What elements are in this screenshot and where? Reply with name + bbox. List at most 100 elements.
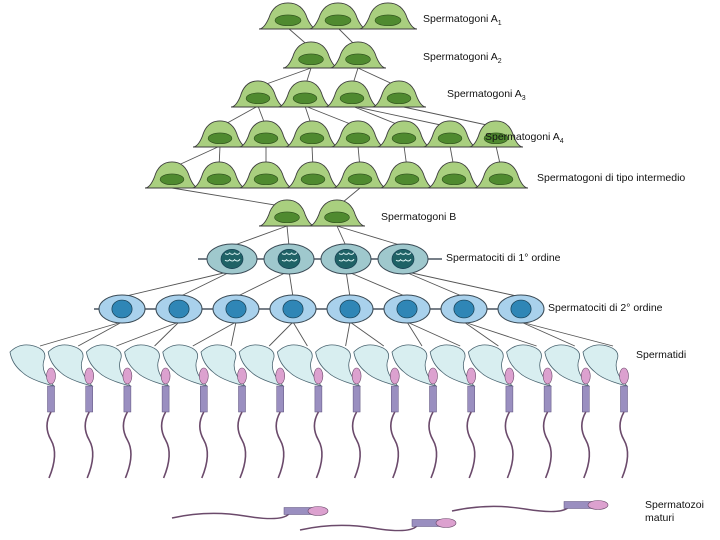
spermatid-9 bbox=[353, 344, 400, 479]
chromatin-mark bbox=[291, 252, 298, 255]
spermatid-midpiece bbox=[47, 385, 55, 413]
spermatid-cytoplasm bbox=[544, 344, 591, 387]
spermatid-cytoplasm bbox=[315, 344, 361, 387]
spermatogonium-b-1 bbox=[308, 199, 366, 227]
cell-nucleus bbox=[488, 173, 514, 186]
sperm-tail bbox=[451, 505, 570, 513]
spermatid-head bbox=[313, 367, 324, 385]
spermatozoon-mature-3 bbox=[451, 500, 609, 513]
spermatogonium-intermediate-4 bbox=[332, 161, 388, 189]
lineage-line bbox=[520, 321, 614, 347]
chromatin-mark bbox=[395, 258, 402, 262]
cell-nucleus bbox=[441, 173, 467, 186]
cell-nucleus bbox=[345, 53, 371, 66]
lineage-line bbox=[288, 270, 294, 298]
spermatid-head bbox=[504, 367, 515, 385]
lineage-line bbox=[463, 321, 499, 347]
spermatocyte-secondary-6 bbox=[440, 294, 488, 324]
lineage-line bbox=[406, 321, 423, 347]
spermatid-0 bbox=[9, 344, 56, 479]
chromatin-mark bbox=[234, 258, 241, 262]
spermatogonium-a4-5 bbox=[422, 120, 478, 148]
lineage-line bbox=[345, 270, 408, 298]
cell-nucleus bbox=[299, 132, 325, 145]
cell-nucleus bbox=[374, 14, 402, 27]
lineage-line bbox=[178, 270, 233, 298]
lineage-line bbox=[116, 321, 180, 347]
spermatid-head bbox=[122, 367, 133, 385]
cell-nucleus bbox=[207, 132, 233, 145]
spermatogonium-b-0 bbox=[258, 199, 316, 227]
spermatid-tail bbox=[542, 411, 552, 479]
label-spermatozoi: Spermatozoi bbox=[645, 499, 704, 511]
spermatid-cytoplasm bbox=[162, 344, 209, 387]
cell-nucleus bbox=[298, 53, 324, 66]
label-spermatogoni-a4: Spermatogoni A4 bbox=[485, 131, 564, 145]
chromatin-mark bbox=[405, 252, 412, 255]
spermatid-tail bbox=[199, 411, 209, 479]
sperm-head bbox=[307, 506, 329, 516]
cell-nucleus bbox=[391, 249, 415, 269]
cell-nucleus bbox=[159, 173, 185, 186]
label-spermatidi: Spermatidi bbox=[636, 349, 686, 361]
spermatid-head bbox=[542, 367, 553, 385]
lineage-line bbox=[398, 105, 497, 128]
spermatid-tail bbox=[275, 411, 285, 479]
spermatid-tail bbox=[466, 411, 476, 479]
spermatid-head bbox=[46, 367, 56, 385]
cell-nucleus bbox=[282, 299, 304, 319]
chromatin-mark bbox=[291, 258, 298, 262]
spermatocyte-primary-3 bbox=[377, 243, 429, 275]
chromatin-mark bbox=[224, 252, 231, 255]
chromatin-mark bbox=[286, 252, 293, 255]
spermatid-tail bbox=[390, 411, 400, 479]
chromatin-mark bbox=[400, 258, 407, 262]
spermatid-midpiece bbox=[543, 385, 552, 413]
label-spermatociti-1: Spermatociti di 1° ordine bbox=[446, 252, 561, 264]
label-spermatogoni-a2: Spermatogoni A2 bbox=[423, 51, 502, 65]
chromatin-mark bbox=[338, 258, 345, 262]
sperm-tail bbox=[171, 512, 290, 520]
spermatid-head bbox=[580, 367, 591, 385]
cell-nucleus bbox=[206, 173, 232, 186]
lineage-line bbox=[286, 225, 290, 247]
spermatid-10 bbox=[391, 344, 438, 479]
chromatin-mark bbox=[286, 258, 293, 262]
spermatid-12 bbox=[467, 344, 515, 479]
spermatid-midpiece bbox=[276, 385, 284, 413]
spermatid-8 bbox=[315, 344, 362, 479]
spermatogonium-a4-4 bbox=[376, 120, 432, 148]
chromatin-mark bbox=[224, 258, 231, 262]
spermatid-midpiece bbox=[314, 385, 323, 413]
lineage-line bbox=[230, 321, 237, 347]
spermatocyte-primary-1 bbox=[263, 243, 315, 275]
cell-rows bbox=[94, 2, 545, 324]
spermatogonium-intermediate-7 bbox=[473, 161, 529, 189]
lineage-line bbox=[77, 321, 123, 347]
lineage-line bbox=[406, 321, 461, 347]
cell-nucleus bbox=[339, 92, 365, 105]
spermatocyte-secondary-0 bbox=[98, 294, 146, 324]
lineage-line bbox=[463, 321, 537, 347]
chromatin-mark bbox=[229, 252, 236, 255]
spermatogonium-intermediate-3 bbox=[285, 161, 341, 189]
cell-nucleus bbox=[324, 211, 350, 224]
cell-nucleus bbox=[225, 299, 247, 319]
spermatid-tail bbox=[351, 411, 361, 479]
spermatogonium-a4-0 bbox=[192, 120, 248, 148]
lineage-line bbox=[235, 270, 290, 298]
spermatogonium-a2-1 bbox=[329, 41, 387, 69]
spermatocyte-secondary-4 bbox=[326, 294, 374, 324]
spermatid-cytoplasm bbox=[506, 344, 552, 387]
chromatin-mark bbox=[343, 252, 350, 255]
spermatid-tail bbox=[160, 411, 170, 479]
spermatid-midpiece bbox=[161, 385, 170, 413]
cell-nucleus bbox=[253, 173, 279, 186]
sperm-head bbox=[587, 500, 609, 510]
spermatid-tail bbox=[46, 411, 56, 479]
label-spermatogoni-intermedio: Spermatogoni di tipo intermedio bbox=[537, 172, 685, 184]
spermatid-cytoplasm bbox=[353, 344, 400, 387]
spermatid-head bbox=[237, 367, 247, 385]
cell-nucleus bbox=[324, 14, 352, 27]
